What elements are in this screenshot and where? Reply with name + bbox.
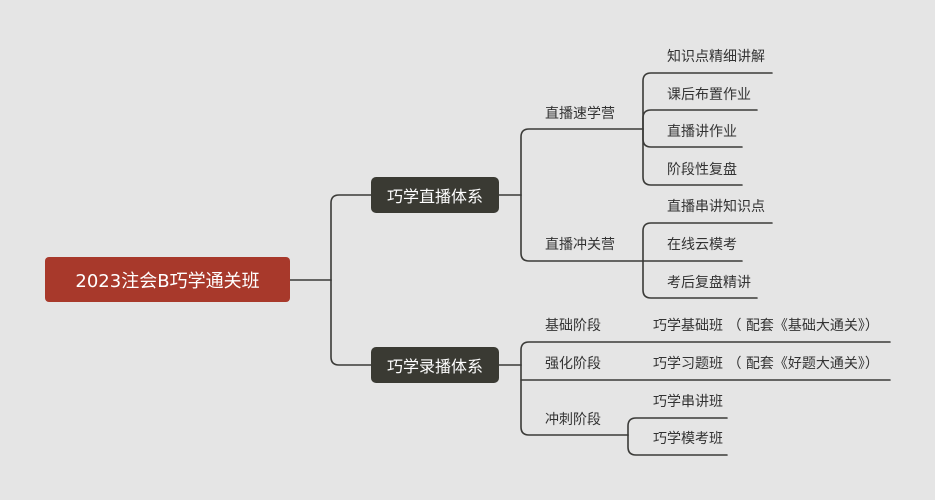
leaf-node[interactable]: 知识点精细讲解 [667, 49, 765, 65]
connector-speed-camp-leaf-4 [642, 128, 743, 186]
connector-sprint-camp-leaf-1 [642, 222, 773, 262]
connector-speed-camp-leaf-2 [642, 109, 758, 130]
leaf-node[interactable]: 阶段性复盘 [667, 162, 737, 178]
leaf-node[interactable]: 巧学基础班 （ 配套《基础大通关》） [653, 318, 879, 334]
sub-node-speed-camp[interactable]: 直播速学营 [545, 106, 615, 122]
leaf-node[interactable]: 巧学习题班 （ 配套《好题大通关》） [653, 356, 879, 372]
connector-recorded-to-sprint [520, 379, 629, 436]
branch-node-recorded[interactable]: 巧学录播体系 [371, 347, 499, 383]
sub-node-intensive-stage[interactable]: 强化阶段 [545, 356, 601, 372]
root-node[interactable]: 2023注会B巧学通关班 [45, 257, 290, 302]
connector-sprint-stage-leaf-2 [627, 434, 728, 456]
leaf-node[interactable]: 课后布置作业 [667, 87, 751, 103]
root-node-label: 2023注会B巧学通关班 [75, 270, 260, 292]
connector-sprint-stage-leaf-1 [627, 417, 728, 436]
leaf-node[interactable]: 巧学串讲班 [653, 394, 723, 410]
leaf-node[interactable]: 直播串讲知识点 [667, 199, 765, 215]
connector-sprint-camp-leaf-3 [642, 260, 758, 299]
connector-root-to-live [330, 194, 372, 281]
leaf-node[interactable]: 巧学模考班 [653, 431, 723, 447]
branch-node-live-label: 巧学直播体系 [386, 187, 483, 206]
connector-root-to-recorded [330, 279, 372, 366]
leaf-node[interactable]: 在线云模考 [667, 237, 737, 253]
branch-node-recorded-label: 巧学录播体系 [386, 357, 483, 376]
connector-speed-camp-leaf-1 [642, 72, 773, 130]
branch-node-live[interactable]: 巧学直播体系 [371, 177, 499, 213]
sub-node-basic-stage[interactable]: 基础阶段 [545, 318, 601, 334]
leaf-node[interactable]: 考后复盘精讲 [667, 275, 751, 291]
connector-recorded-to-basic [520, 341, 891, 366]
connector-live-to-sprint-camp [520, 194, 644, 262]
sub-node-sprint-camp[interactable]: 直播冲关营 [545, 237, 615, 253]
sub-node-sprint-stage[interactable]: 冲刺阶段 [545, 412, 601, 428]
leaf-node[interactable]: 直播讲作业 [667, 124, 737, 140]
connector-live-to-speed-camp [520, 128, 644, 196]
